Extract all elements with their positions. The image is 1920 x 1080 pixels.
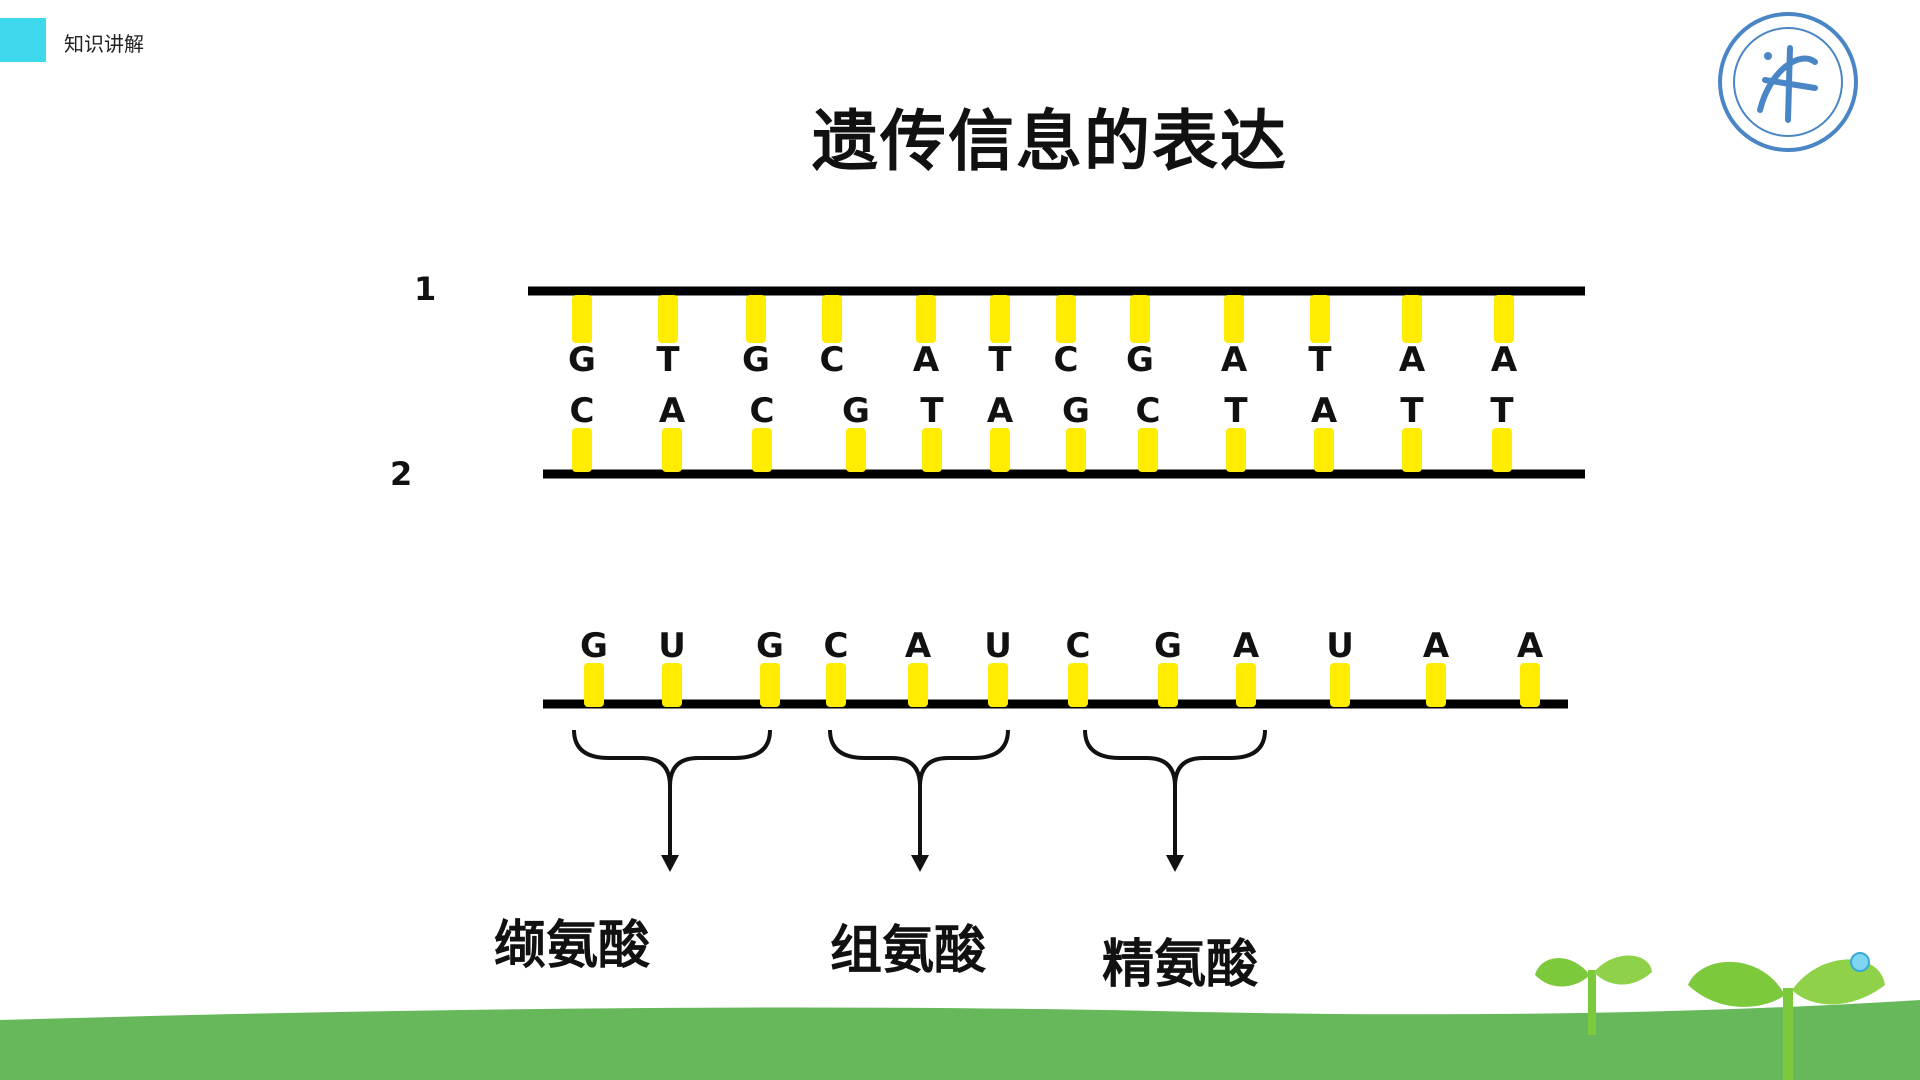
codon-brace-1 [572,729,772,787]
strand2-base-11: T [1400,391,1424,431]
amino-acid-3: 精氨酸 [1102,935,1259,995]
sprout-small-icon [1535,955,1652,1035]
strand1-bond-1 [572,295,592,343]
mrna-bond-9 [1236,663,1256,707]
strand2-bond-10 [1314,428,1334,472]
mrna-bond-12 [1520,663,1540,707]
strand1-base-5: A [913,340,940,380]
strand1-bond-4 [822,295,842,343]
strand1-bond-7 [1056,295,1076,343]
mrna-bond-11 [1426,663,1446,707]
mrna-base-7: C [1066,626,1091,666]
strand-1-label: 1 [414,270,436,308]
mrna-base-12: A [1517,626,1544,666]
mrna-base-2: U [658,626,686,666]
school-seal-icon [1718,12,1858,152]
strand1-bond-10 [1310,295,1330,343]
strand1-bond-3 [746,295,766,343]
strand2-bond-7 [1066,428,1086,472]
strand1-bond-5 [916,295,936,343]
arrow-down-icon [1166,855,1184,872]
strand2-bond-8 [1138,428,1158,472]
codon-braces [572,729,1267,872]
section-tag [0,18,46,62]
strand1-base-11: A [1399,340,1426,380]
strand1-bond-8 [1130,295,1150,343]
strand1-bond-9 [1224,295,1244,343]
strand2-bond-6 [990,428,1010,472]
strand1-base-1: G [568,340,596,380]
mrna-base-11: A [1423,626,1450,666]
codon-brace-3 [1083,729,1267,787]
mrna-bond-3 [760,663,780,707]
mrna-base-8: G [1154,626,1182,666]
strand2-base-9: T [1224,391,1248,431]
arrow-down-icon [911,855,929,872]
strand1-bond-6 [990,295,1010,343]
mrna-bond-6 [988,663,1008,707]
mrna-base-1: G [580,626,608,666]
page-title: 遗传信息的表达 [0,88,1920,184]
mrna-base-4: C [824,626,849,666]
strand1-base-8: G [1126,340,1154,380]
ground-decoration [0,1000,1920,1080]
amino-acid-1: 缬氨酸 [494,916,651,976]
mrna-bond-1 [584,663,604,707]
mrna-base-9: A [1233,626,1260,666]
strand2-base-5: T [920,391,944,431]
codon-brace-2 [828,729,1010,787]
mrna-bond-5 [908,663,928,707]
strand1-base-12: A [1491,340,1518,380]
page-title-text: 遗传信息的表达 [812,103,1288,180]
strand2-bond-11 [1402,428,1422,472]
mrna-base-3: G [756,626,784,666]
strand2-bond-2 [662,428,682,472]
strand-2-label: 2 [390,455,412,493]
mrna-base-5: A [905,626,932,666]
strand2-bond-3 [752,428,772,472]
strand1-bond-11 [1402,295,1422,343]
mrna-base-10: U [1326,626,1354,666]
strand2-base-4: G [842,391,870,431]
strand2-base-10: A [1311,391,1338,431]
strand2-base-2: A [659,391,686,431]
strand1-base-6: T [988,340,1012,380]
arrow-down-icon [661,855,679,872]
strand2-bond-4 [846,428,866,472]
strand2-base-7: G [1062,391,1090,431]
strand1-base-3: G [742,340,770,380]
strand1-base-2: T [656,340,680,380]
mrna-base-6: U [984,626,1012,666]
section-label: 知识讲解 [64,32,144,56]
strand1-base-10: T [1308,340,1332,380]
strand2-base-1: C [570,391,595,431]
strand2-bond-1 [572,428,592,472]
strand2-bond-5 [922,428,942,472]
amino-acid-2: 组氨酸 [830,921,987,981]
mrna-bond-7 [1068,663,1088,707]
strand2-bond-9 [1226,428,1246,472]
sprout-large-icon [1688,952,1885,1080]
strand2-base-3: C [750,391,775,431]
strand1-bond-2 [658,295,678,343]
strand2-base-6: A [987,391,1014,431]
mrna-bond-10 [1330,663,1350,707]
strand1-base-7: C [1054,340,1079,380]
mrna-bond-8 [1158,663,1178,707]
strand2-bond-12 [1492,428,1512,472]
mrna-bond-4 [826,663,846,707]
strand1-base-9: A [1221,340,1248,380]
mrna-bond-2 [662,663,682,707]
strand2-base-12: T [1490,391,1514,431]
strand1-bond-12 [1494,295,1514,343]
strand1-base-4: C [820,340,845,380]
strand2-base-8: C [1136,391,1161,431]
